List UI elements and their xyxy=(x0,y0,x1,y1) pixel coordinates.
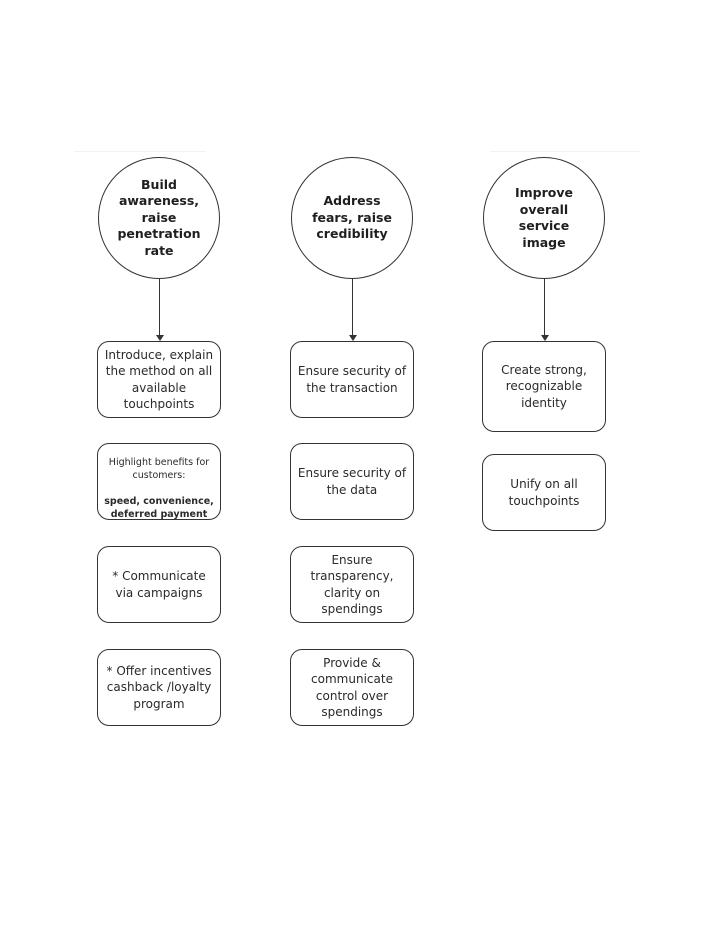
faint-rule xyxy=(490,151,640,152)
action-label: * Communicate via campaigns xyxy=(112,569,206,600)
action-label: * Offer incentives cashback /loyalty pro… xyxy=(106,663,212,711)
faint-rule xyxy=(74,151,206,152)
goal-label: Improve overall service image xyxy=(514,185,573,250)
action-label: Provide & communicate control over spend… xyxy=(311,655,393,720)
action-box: Highlight benefits for customers: speed,… xyxy=(97,443,221,520)
action-box: Create strong, recognizable identity xyxy=(482,341,606,432)
action-label: Create strong, recognizable identity xyxy=(501,362,587,410)
goal-label: Build awareness, raise penetration rate xyxy=(117,176,201,258)
action-label: Ensure security of the data xyxy=(297,466,407,497)
goal-circle: Improve overall service image xyxy=(483,157,605,279)
action-box: Introduce, explain the method on all ava… xyxy=(97,341,221,418)
action-label: Introduce, explain the method on all ava… xyxy=(104,347,214,412)
action-label-text: Highlight benefits for customers: xyxy=(108,456,210,481)
goal-circle: Address fears, raise credibility xyxy=(291,157,413,279)
action-label: Ensure security of the transaction xyxy=(297,364,407,395)
action-label: Unify on all touchpoints xyxy=(508,477,580,508)
connector-arrow xyxy=(352,279,353,335)
arrowhead xyxy=(348,335,357,341)
arrowhead xyxy=(540,335,549,341)
connector-arrow xyxy=(159,279,160,335)
action-box: Unify on all touchpoints xyxy=(482,454,606,531)
action-box: Ensure transparency, clarity on spending… xyxy=(290,546,414,623)
goal-label: Address fears, raise credibility xyxy=(312,193,392,242)
action-label: Highlight benefits for customers: speed,… xyxy=(104,444,214,520)
action-box: Ensure security of the data xyxy=(290,443,414,520)
action-box: * Communicate via campaigns xyxy=(97,546,221,623)
action-label-emphasis: speed, convenience, deferred payment xyxy=(104,495,214,520)
goal-circle: Build awareness, raise penetration rate xyxy=(98,157,220,279)
connector-arrow xyxy=(544,279,545,335)
action-box: Ensure security of the transaction xyxy=(290,341,414,418)
action-box: Provide & communicate control over spend… xyxy=(290,649,414,726)
action-label: Ensure transparency, clarity on spending… xyxy=(310,552,394,617)
action-box: * Offer incentives cashback /loyalty pro… xyxy=(97,649,221,726)
arrowhead xyxy=(155,335,164,341)
